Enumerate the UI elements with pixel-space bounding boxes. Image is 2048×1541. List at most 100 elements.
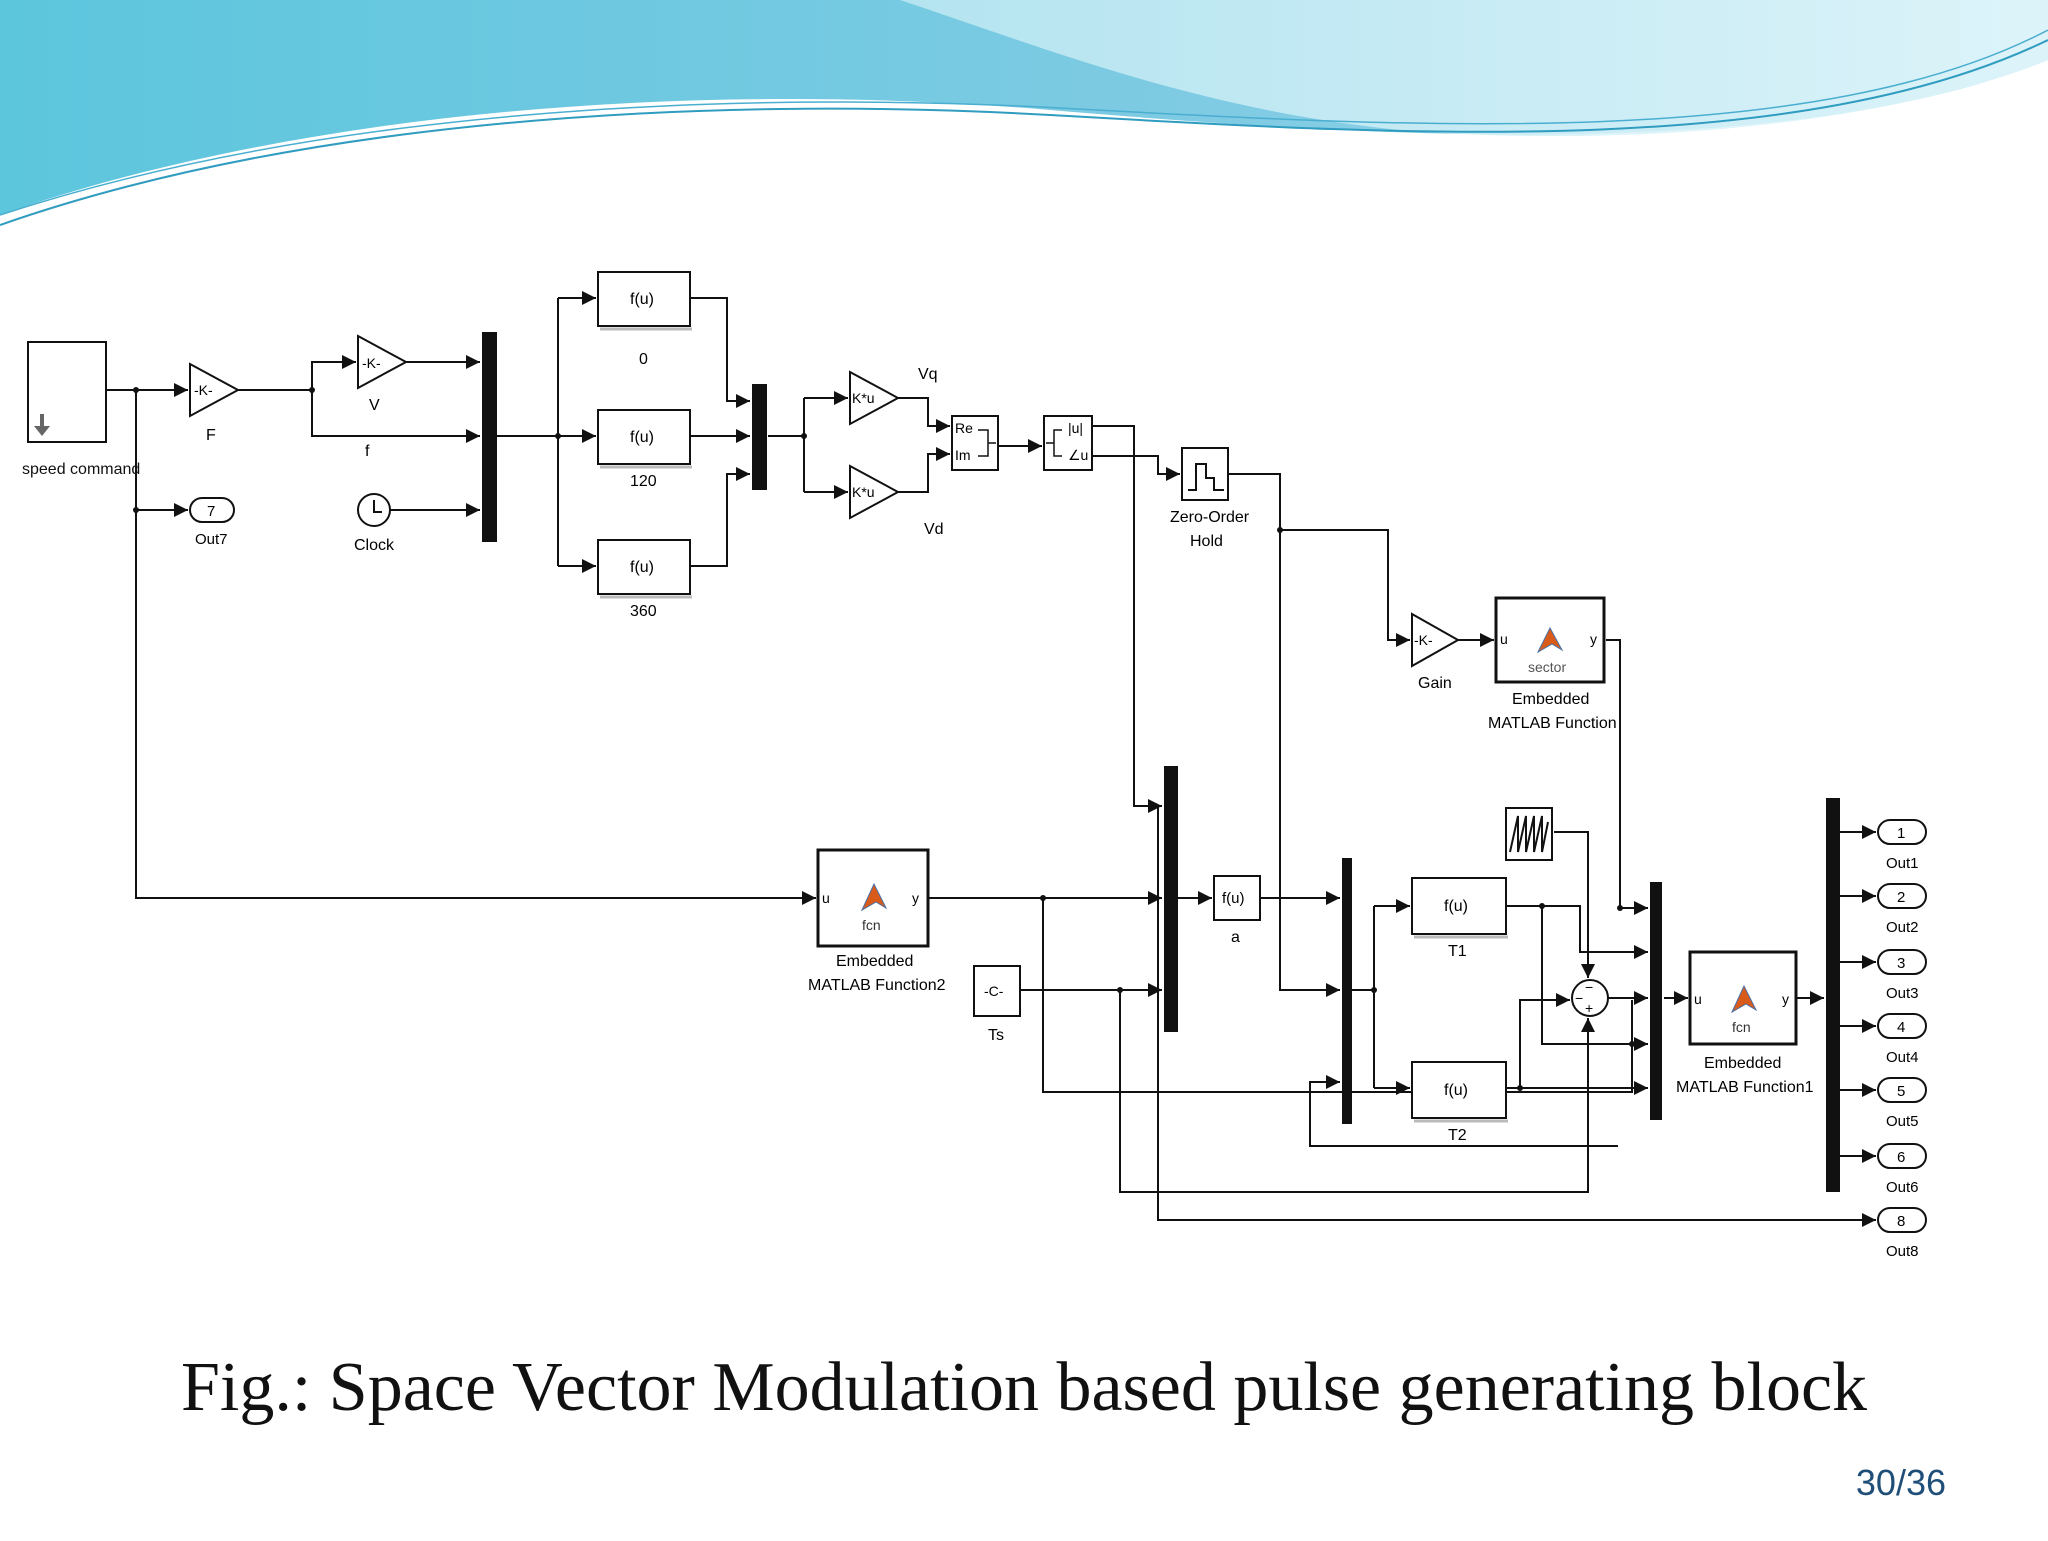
out7-port-number: 7	[207, 503, 215, 520]
matlab-logo-icon	[1536, 626, 1564, 654]
sum-minus-1: −	[1585, 979, 1593, 995]
zoh-label-1: Zero-Order	[1170, 509, 1250, 526]
fcn-block-a[interactable]: f(u) a	[1213, 875, 1261, 946]
zoh-label-2: Hold	[1190, 533, 1223, 550]
gain-v-label: V	[369, 397, 380, 414]
ku-d-text: K*u	[852, 484, 875, 500]
outport-out8[interactable]: 8 Out8	[1877, 1207, 1927, 1260]
reim-to-complex-block[interactable]: Re Im	[951, 415, 999, 471]
outport-out1[interactable]: 1 Out1	[1877, 819, 1927, 872]
fcn-t1-text: f(u)	[1444, 898, 1468, 915]
fcn-120-label: 120	[630, 473, 657, 490]
vd-label: Vd	[924, 521, 944, 538]
out6-port-number: 6	[1897, 1149, 1905, 1166]
zero-order-hold-block[interactable]: Zero-Order Hold	[1170, 447, 1250, 550]
outport-out5[interactable]: 5 Out5	[1877, 1077, 1927, 1130]
polar-mag-label: |u|	[1068, 420, 1083, 436]
gain-f-symbol: -K-	[194, 382, 213, 398]
out4-port-number: 4	[1897, 1019, 1905, 1036]
gain-f-label: F	[206, 427, 216, 444]
emb1-name: fcn	[1732, 1019, 1751, 1035]
sector-embedded-function[interactable]: u y sector Embedded MATLAB Function	[1488, 596, 1617, 732]
const-text: -C-	[984, 983, 1004, 999]
emb1-y: y	[1782, 991, 1789, 1007]
fcn-360-label: 360	[630, 603, 657, 620]
sector-y: y	[1590, 631, 1597, 647]
out6-label: Out6	[1886, 1179, 1919, 1196]
fcn-0-label: 0	[639, 351, 648, 368]
signal-f-label: f	[365, 443, 370, 460]
gain-f-block[interactable]: -K- F	[189, 362, 241, 444]
clock-label: Clock	[354, 537, 395, 554]
sector-u: u	[1500, 631, 1508, 647]
out2-label: Out2	[1886, 919, 1919, 936]
fcn-360-text: f(u)	[630, 559, 654, 576]
sector-name: sector	[1528, 659, 1566, 675]
gain-label: Gain	[1418, 675, 1452, 692]
emb2-u: u	[822, 890, 830, 906]
demux[interactable]	[1826, 798, 1840, 1192]
page-number: 30/36	[1855, 1462, 1946, 1503]
mux-5[interactable]	[1650, 882, 1662, 1120]
mux-4[interactable]	[1342, 858, 1352, 1124]
emb2-y: y	[912, 890, 919, 906]
fcn-0-text: f(u)	[630, 291, 654, 308]
sum-plus: +	[1585, 1000, 1593, 1016]
speed-command-label: speed command	[22, 461, 140, 478]
fcn-block-t1[interactable]: f(u) T1	[1411, 877, 1508, 960]
out1-port-number: 1	[1897, 825, 1905, 842]
mux-1[interactable]	[482, 332, 497, 542]
embedded-function-2[interactable]: u y fcn Embedded MATLAB Function2	[808, 848, 946, 994]
mux-2[interactable]	[752, 384, 767, 490]
polar-ang-label: ∠u	[1068, 447, 1088, 463]
out3-port-number: 3	[1897, 955, 1905, 972]
emb2-label-1: Embedded	[836, 953, 913, 970]
sector-label-1: Embedded	[1512, 691, 1589, 708]
gain-symbol: -K-	[1414, 632, 1433, 648]
figure-caption: Fig.: Space Vector Modulation based puls…	[180, 1349, 1868, 1426]
out8-port-number: 8	[1897, 1213, 1905, 1230]
constant-ts-block[interactable]: -C- Ts	[973, 965, 1021, 1044]
matlab-logo-icon	[1730, 984, 1758, 1014]
outport-out2[interactable]: 2 Out2	[1877, 883, 1927, 936]
ku-gain-d[interactable]: K*u	[849, 464, 901, 520]
repeating-sequence-block[interactable]	[1505, 807, 1553, 861]
sum-block[interactable]: − − +	[1571, 979, 1609, 1017]
out7-label: Out7	[195, 531, 228, 548]
sum-minus-2: −	[1575, 990, 1583, 1006]
outport-out3[interactable]: 3 Out3	[1877, 949, 1927, 1002]
emb1-label-1: Embedded	[1704, 1055, 1781, 1072]
emb2-name: fcn	[862, 917, 881, 933]
fcn-t2-text: f(u)	[1444, 1082, 1468, 1099]
fcn-t1-label: T1	[1448, 943, 1467, 960]
outport-out6[interactable]: 6 Out6	[1877, 1143, 1927, 1196]
gain-v-block[interactable]: -K- V	[357, 334, 409, 414]
mux-3[interactable]	[1164, 766, 1178, 1032]
signal-lines	[106, 291, 1876, 1227]
header-wave	[0, 0, 2048, 226]
gain-v-symbol: -K-	[362, 355, 381, 371]
outport-out7[interactable]: 7 Out7	[189, 497, 235, 548]
embedded-function-1[interactable]: u y fcn Embedded MATLAB Function1	[1676, 950, 1814, 1096]
fcn-block-t2[interactable]: f(u) T2	[1411, 1061, 1508, 1144]
gain-block[interactable]: -K- Gain	[1411, 612, 1461, 692]
complex-to-polar-block[interactable]: |u| ∠u	[1043, 415, 1093, 471]
ku-q-text: K*u	[852, 390, 875, 406]
matlab-logo-icon	[860, 882, 888, 912]
out3-label: Out3	[1886, 985, 1919, 1002]
out1-label: Out1	[1886, 855, 1919, 872]
emb2-label-2: MATLAB Function2	[808, 977, 946, 994]
clock-block[interactable]: Clock	[354, 493, 395, 554]
sector-label-2: MATLAB Function	[1488, 715, 1617, 732]
fcn-block-0[interactable]: f(u) 0	[597, 271, 692, 368]
fcn-block-120[interactable]: f(u) 120	[597, 409, 692, 490]
outport-out4[interactable]: 4 Out4	[1877, 1013, 1927, 1066]
speed-command-block[interactable]: speed command	[22, 341, 140, 478]
fcn-120-text: f(u)	[630, 429, 654, 446]
fcn-block-360[interactable]: f(u) 360	[597, 539, 692, 620]
const-label: Ts	[988, 1027, 1004, 1044]
fcn-t2-label: T2	[1448, 1127, 1467, 1144]
zoh-step-icon	[1188, 463, 1224, 491]
ku-gain-q[interactable]: K*u	[849, 370, 901, 426]
